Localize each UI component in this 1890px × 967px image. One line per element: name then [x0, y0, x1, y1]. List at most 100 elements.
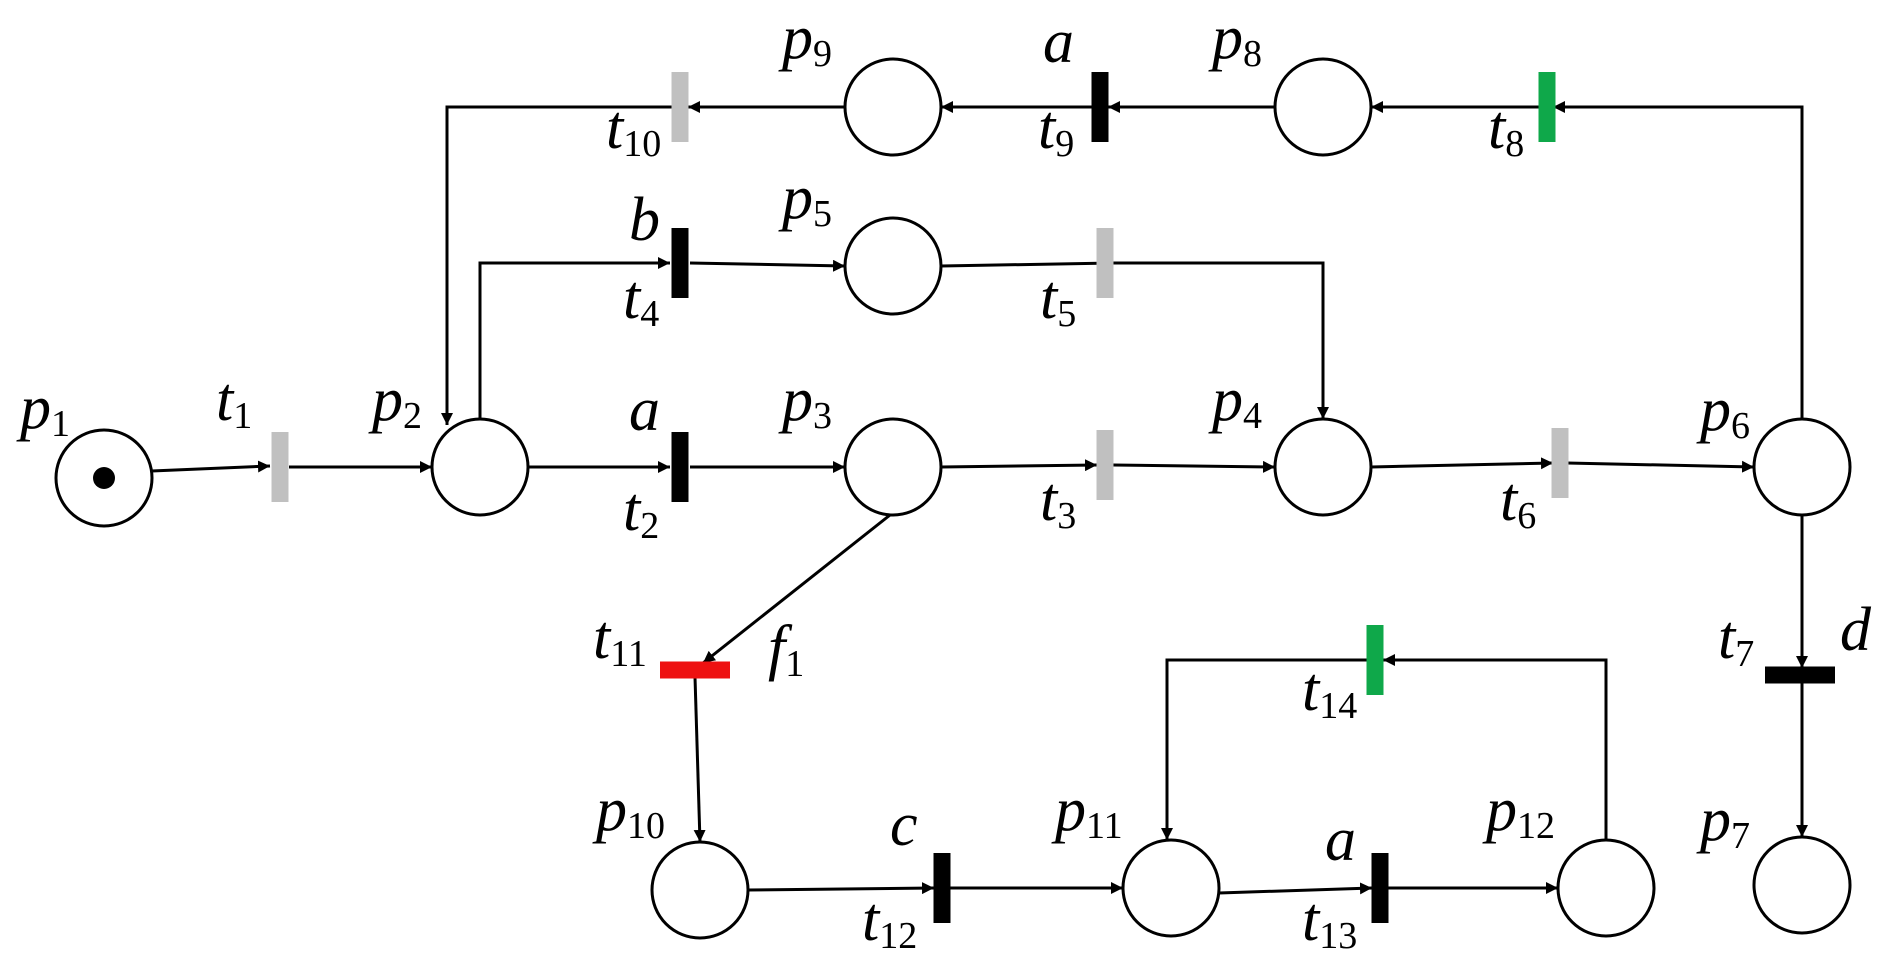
- transition-t7[interactable]: [1765, 666, 1835, 684]
- place-p10[interactable]: [650, 840, 750, 940]
- arc-25: [1218, 882, 1373, 895]
- label-t10-name: t: [606, 94, 625, 162]
- label-p1-name: p: [16, 374, 51, 442]
- label-t5: t5: [1040, 264, 1076, 335]
- place-p9[interactable]: [843, 57, 943, 157]
- label-t12: t12: [862, 886, 917, 957]
- label-t3-name: t: [1040, 466, 1059, 534]
- label-p11: p11: [1051, 776, 1123, 847]
- label-p2-index: 2: [403, 395, 422, 437]
- label-t4-name: t: [623, 264, 642, 332]
- label-t5-index: 5: [1057, 293, 1076, 335]
- arc-13: [1553, 101, 1804, 419]
- label-p4: p4: [1208, 366, 1262, 437]
- place-p11[interactable]: [1121, 838, 1221, 938]
- transition-t14[interactable]: [1366, 625, 1384, 695]
- label-t9: t9: [1038, 94, 1074, 165]
- event-t13-name: a: [1325, 806, 1356, 874]
- label-p12-name: p: [1482, 776, 1517, 844]
- label-p8-index: 8: [1243, 33, 1262, 75]
- transition-t1[interactable]: [271, 432, 289, 502]
- label-p5: p5: [778, 164, 832, 235]
- label-p8-name: p: [1208, 4, 1243, 72]
- arc-18: [441, 105, 672, 425]
- label-t10: t10: [606, 94, 661, 165]
- label-p1-index: 1: [51, 403, 70, 445]
- label-p5-index: 5: [813, 193, 832, 235]
- label-p3-name: p: [778, 366, 813, 434]
- label-t6: t6: [1500, 466, 1536, 537]
- label-p9-name: p: [778, 4, 813, 72]
- label-t8-index: 8: [1505, 123, 1524, 165]
- place-p12[interactable]: [1556, 838, 1656, 938]
- transition-t4[interactable]: [671, 228, 689, 298]
- label-t13: t13: [1302, 886, 1357, 957]
- label-p10: p10: [592, 776, 665, 847]
- arc-5: [940, 459, 1098, 472]
- label-p12-index: 12: [1517, 805, 1555, 847]
- label-t5-name: t: [1040, 264, 1059, 332]
- transition-t11[interactable]: [660, 661, 730, 679]
- transition-t8[interactable]: [1538, 72, 1556, 142]
- arc-6: [1112, 460, 1276, 473]
- label-t11-name: t: [593, 604, 612, 672]
- place-p6[interactable]: [1752, 417, 1852, 517]
- place-p7[interactable]: [1752, 835, 1852, 935]
- label-t6-index: 6: [1517, 495, 1536, 537]
- token-p1: [93, 467, 115, 489]
- label-t1: t1: [216, 366, 252, 437]
- label-t13-index: 13: [1319, 915, 1357, 957]
- transition-t12[interactable]: [933, 853, 951, 923]
- place-p5[interactable]: [843, 216, 943, 316]
- label-t3: t3: [1040, 466, 1076, 537]
- label-p1: p1: [16, 374, 70, 445]
- arc-28: [1161, 658, 1367, 840]
- event-t7: d: [1840, 596, 1872, 664]
- arc-23: [747, 882, 935, 895]
- label-p6: p6: [1696, 376, 1750, 447]
- arc-27: [1383, 654, 1608, 840]
- label-p8: p8: [1208, 4, 1262, 75]
- arc-12: [1113, 261, 1329, 419]
- label-t9-index: 9: [1055, 123, 1074, 165]
- event-t11: f1: [768, 614, 804, 685]
- label-p6-index: 6: [1731, 405, 1750, 447]
- transition-t10[interactable]: [671, 72, 689, 142]
- label-t7: t7: [1718, 604, 1754, 675]
- label-p4-index: 4: [1243, 395, 1262, 437]
- label-t11: t11: [593, 604, 647, 675]
- label-t14: t14: [1302, 656, 1357, 727]
- place-p4[interactable]: [1273, 417, 1373, 517]
- label-t10-index: 10: [623, 123, 661, 165]
- label-t11-index: 11: [610, 633, 647, 675]
- label-t14-index: 14: [1319, 685, 1357, 727]
- event-t7-name: d: [1840, 596, 1872, 664]
- label-t14-name: t: [1302, 656, 1321, 724]
- label-p3: p3: [778, 366, 832, 437]
- event-t11-index: 1: [785, 643, 804, 685]
- place-p8[interactable]: [1273, 57, 1373, 157]
- transition-t3[interactable]: [1096, 430, 1114, 500]
- label-t4: t4: [623, 264, 659, 335]
- label-t7-index: 7: [1735, 633, 1754, 675]
- label-p10-name: p: [592, 776, 627, 844]
- place-p2[interactable]: [430, 417, 530, 517]
- arc-10: [689, 259, 846, 272]
- arc-21: [702, 513, 891, 665]
- label-t2: t2: [623, 476, 659, 547]
- transition-t9[interactable]: [1091, 72, 1109, 142]
- label-t8: t8: [1488, 94, 1524, 165]
- place-p3[interactable]: [843, 417, 943, 517]
- label-t12-name: t: [862, 886, 881, 954]
- arc-11: [940, 257, 1114, 270]
- label-t1-index: 1: [233, 395, 252, 437]
- transition-t5[interactable]: [1096, 228, 1114, 298]
- label-t2-index: 2: [640, 505, 659, 547]
- transition-t13[interactable]: [1371, 853, 1389, 923]
- transition-t2[interactable]: [671, 432, 689, 502]
- event-t9-name: a: [1043, 8, 1074, 76]
- event-t9: a: [1043, 8, 1074, 76]
- transition-t6[interactable]: [1551, 428, 1569, 498]
- label-t1-name: t: [216, 366, 235, 434]
